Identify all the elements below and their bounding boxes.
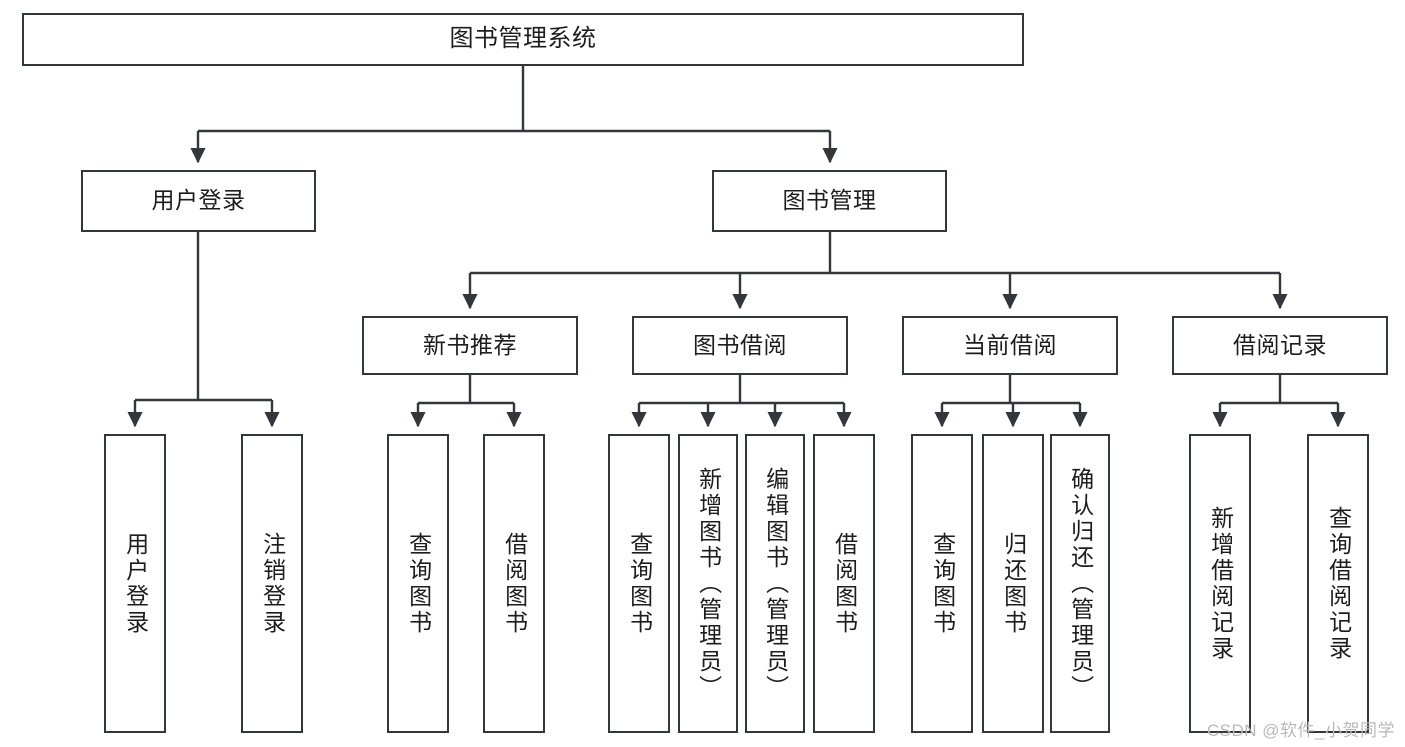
- leaf-borrow-book[interactable]: 借阅图书: [813, 434, 875, 733]
- node-label: 查询借阅记录: [1325, 505, 1352, 662]
- node-new-book-recommend[interactable]: 新书推荐: [362, 316, 578, 375]
- leaf-logout[interactable]: 注销登录: [241, 434, 303, 733]
- leaf-query-borrow-record[interactable]: 查询借阅记录: [1307, 434, 1369, 733]
- leaf-query-book-recommend[interactable]: 查询图书: [387, 434, 449, 733]
- leaf-confirm-return-admin[interactable]: 确认归还（管理员）: [1050, 434, 1110, 733]
- node-current-borrow[interactable]: 当前借阅: [902, 316, 1118, 375]
- node-label: 用户登录: [122, 531, 149, 636]
- node-label: 查询图书: [405, 531, 432, 636]
- leaf-add-borrow-record[interactable]: 新增借阅记录: [1189, 434, 1251, 733]
- csdn-watermark: CSDN @软件_小贺同学: [1206, 721, 1395, 740]
- node-root[interactable]: 图书管理系统: [22, 13, 1024, 66]
- leaf-query-book-current[interactable]: 查询图书: [911, 434, 973, 733]
- node-label: 查询图书: [929, 531, 956, 636]
- leaf-edit-book-admin[interactable]: 编辑图书（管理员）: [745, 434, 805, 733]
- node-label: 新书推荐: [423, 331, 517, 358]
- node-borrow-record[interactable]: 借阅记录: [1172, 316, 1388, 375]
- leaf-return-book[interactable]: 归还图书: [982, 434, 1044, 733]
- node-label: 借阅图书: [831, 531, 858, 636]
- node-book-borrow[interactable]: 图书借阅: [632, 316, 848, 375]
- node-label: 查询图书: [626, 531, 653, 636]
- node-label: 归还图书: [1000, 531, 1027, 636]
- node-label: 图书管理系统: [449, 25, 597, 53]
- node-user-login[interactable]: 用户登录: [81, 170, 316, 232]
- node-label: 新增图书（管理员）: [695, 466, 722, 701]
- node-label: 编辑图书（管理员）: [762, 466, 789, 701]
- node-label: 用户登录: [151, 187, 246, 214]
- leaf-user-login[interactable]: 用户登录: [104, 434, 166, 733]
- node-label: 当前借阅: [963, 331, 1057, 358]
- node-label: 注销登录: [259, 531, 286, 636]
- leaf-query-book-borrow[interactable]: 查询图书: [608, 434, 670, 733]
- node-label: 图书借阅: [693, 331, 787, 358]
- node-label: 图书管理: [782, 187, 877, 214]
- node-label: 确认归还（管理员）: [1067, 466, 1094, 701]
- leaf-borrow-book-recommend[interactable]: 借阅图书: [483, 434, 545, 733]
- node-label: 借阅图书: [501, 531, 528, 636]
- leaf-add-book-admin[interactable]: 新增图书（管理员）: [678, 434, 738, 733]
- node-label: 新增借阅记录: [1207, 505, 1234, 662]
- node-label: 借阅记录: [1233, 331, 1327, 358]
- node-book-management[interactable]: 图书管理: [712, 170, 947, 232]
